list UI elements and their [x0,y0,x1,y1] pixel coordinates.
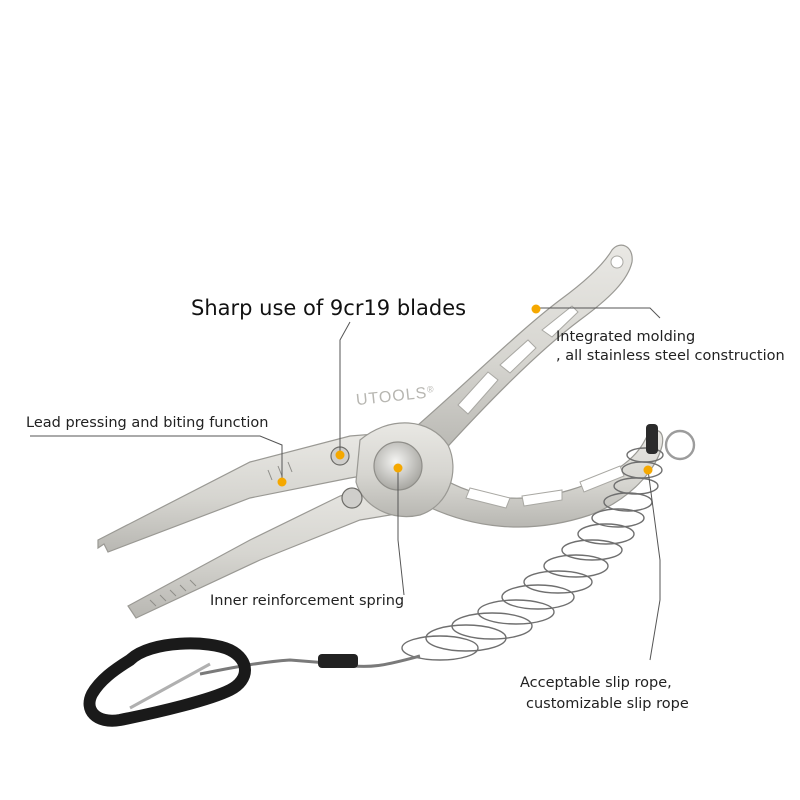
callout-leaders [30,307,661,661]
callout-dots [277,304,653,487]
upper-handle-cutouts [457,255,624,415]
carabiner [83,637,251,727]
callout-lead-pressing: Lead pressing and biting function [26,415,269,431]
lanyard-connector [646,424,658,454]
small-screw-lower [341,487,363,509]
lanyard-cord [199,654,421,676]
cord-sleeve [318,654,358,668]
jaw-serrations [149,461,293,607]
callout-blades: Sharp use of 9cr19 blades [191,296,467,320]
split-ring [664,429,696,461]
callout-molding-line2: , all stainless steel construction [556,348,785,364]
callout-rope-line2: customizable slip rope [526,696,689,712]
carabiner-gate [129,662,211,710]
callout-molding-line1: Integrated molding [556,329,696,345]
callout-spring: Inner reinforcement spring [210,593,405,609]
callout-rope-line1: Acceptable slip rope, [520,675,672,691]
lower-handle-cutouts [465,465,625,509]
brand-mark: ® [426,383,436,395]
upper-jaw [97,431,411,553]
